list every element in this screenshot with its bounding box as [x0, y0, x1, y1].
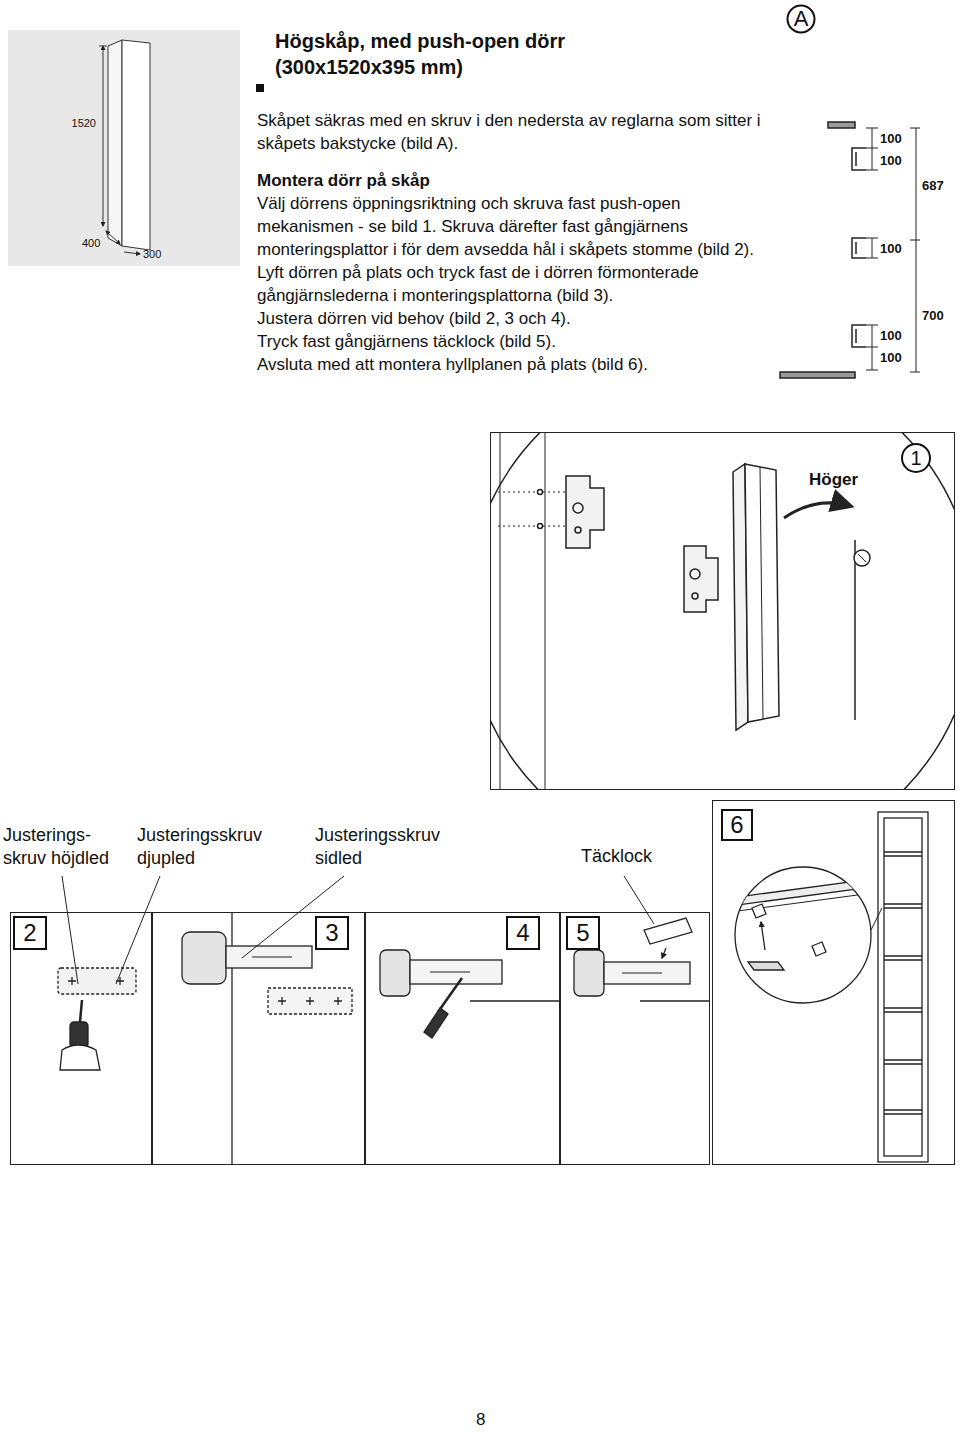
- dimension: 100: [880, 241, 902, 258]
- figure-panel: 1Höger: [490, 432, 955, 790]
- callout-number: 1: [901, 443, 931, 473]
- part-label: Justeringsskruv sidled: [315, 824, 467, 870]
- instruction-paragraph: Välj dörrens öppningsriktning och skruva…: [257, 192, 762, 261]
- part-label: Justeringsskruv djupled: [137, 824, 289, 870]
- instruction-paragraph: Lyft dörren på plats och tryck fast de i…: [257, 261, 762, 307]
- door-figure: [490, 432, 955, 790]
- callout-number: 4: [506, 916, 540, 950]
- figure-panel: 6: [712, 800, 955, 1165]
- instruction-paragraph: Tryck fast gångjärnens täcklock (bild 5)…: [257, 330, 762, 353]
- figure-panel: 2: [10, 912, 152, 1165]
- callout-number: 3: [315, 916, 349, 950]
- instruction-text: Skåpet säkras med en skruv i den nederst…: [257, 109, 762, 376]
- dimension: 687: [922, 178, 944, 195]
- hinge-plate-figure: [58, 968, 136, 1070]
- view-letter: A: [786, 4, 816, 34]
- part-label: Täcklock: [581, 845, 652, 868]
- instruction-paragraph: Avsluta med att montera hyllplanen på pl…: [257, 353, 762, 376]
- dimension: 100: [880, 350, 902, 367]
- instruction-paragraph: Justera dörren vid behov (bild 2, 3 och …: [257, 307, 762, 330]
- dimension: 1520: [60, 116, 96, 130]
- leader-lines: [62, 876, 654, 984]
- figure-panel: 4: [365, 912, 560, 1165]
- dimension: 100: [880, 131, 902, 148]
- dimension: 300: [143, 247, 161, 261]
- figure-panel: 3: [152, 912, 365, 1165]
- dimension: 400: [82, 236, 100, 250]
- callout-number: 2: [13, 916, 47, 950]
- direction-label: Höger: [809, 469, 858, 491]
- mounting-rail-figure: [780, 122, 920, 378]
- figure-panel: 5: [560, 912, 710, 1165]
- part-label: Justerings- skruv höjdled: [3, 824, 131, 870]
- cabinet-thumbnail: [8, 30, 240, 266]
- page-title: Högskåp, med push-open dörr (300x1520x39…: [275, 28, 620, 80]
- dimension: 100: [880, 153, 902, 170]
- dimension: 100: [880, 328, 902, 345]
- dimension: 700: [922, 308, 944, 325]
- instruction-paragraph: Skåpet säkras med en skruv i den nederst…: [257, 109, 762, 155]
- hinge-adjust-figure: [380, 950, 559, 1038]
- hinge-arm-figure: [182, 913, 352, 1164]
- callout-number: 5: [566, 916, 600, 950]
- shelf-figure: [730, 812, 928, 1162]
- view-badge: A: [786, 4, 816, 34]
- section-heading: Montera dörr på skåp: [257, 169, 762, 192]
- callout-number: 6: [721, 809, 753, 841]
- bullet-square: [256, 84, 264, 92]
- page-number: 8: [476, 1408, 485, 1431]
